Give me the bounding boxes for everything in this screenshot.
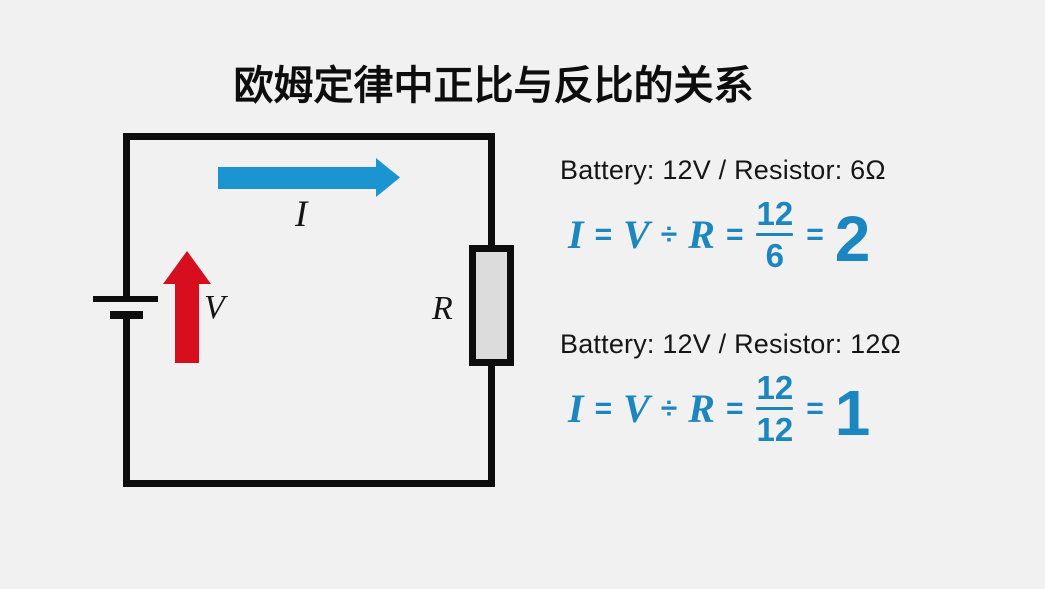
- divide-sign: ÷: [660, 391, 678, 425]
- fraction-numerator: 12: [756, 195, 794, 232]
- fraction-denominator: 6: [765, 237, 785, 274]
- equals-sign: =: [725, 391, 744, 425]
- current-arrow-icon: [218, 158, 400, 197]
- formula-voltage-symbol: V: [623, 211, 650, 257]
- page-title: 欧姆定律中正比与反比的关系: [233, 63, 754, 108]
- ohms-law-formula: I = V ÷ R = 12 12 = 1: [568, 371, 901, 446]
- formula-result: 2: [834, 202, 871, 275]
- example-caption: Battery: 12V / Resistor: 12Ω: [560, 329, 901, 359]
- example-caption: Battery: 12V / Resistor: 6Ω: [560, 155, 886, 185]
- divide-sign: ÷: [660, 217, 678, 251]
- equals-sign: =: [806, 391, 824, 425]
- fraction-bar: [756, 233, 794, 236]
- fraction: 12 6: [756, 195, 794, 274]
- current-label: I: [295, 194, 308, 235]
- ohms-law-formula: I = V ÷ R = 12 6 = 2: [568, 197, 886, 272]
- formula-resistance-symbol: R: [688, 211, 715, 257]
- resistance-label: R: [432, 290, 453, 327]
- formula-current-symbol: I: [568, 385, 584, 431]
- example-12ohm: Battery: 12V / Resistor: 12Ω I = V ÷ R =…: [560, 329, 901, 446]
- battery-wire-gap: [122, 302, 132, 311]
- resistor-symbol: [469, 245, 514, 366]
- equals-sign: =: [725, 217, 744, 251]
- formula-voltage-symbol: V: [623, 385, 650, 431]
- example-6ohm: Battery: 12V / Resistor: 6Ω I = V ÷ R = …: [560, 155, 886, 272]
- formula-result: 1: [834, 376, 871, 449]
- equals-sign: =: [594, 391, 613, 425]
- fraction-bar: [756, 407, 794, 410]
- equals-sign: =: [806, 217, 824, 251]
- equals-sign: =: [594, 217, 613, 251]
- formula-resistance-symbol: R: [688, 385, 715, 431]
- battery-negative-plate: [110, 311, 143, 319]
- fraction: 12 12: [756, 369, 794, 448]
- formula-current-symbol: I: [568, 211, 584, 257]
- fraction-numerator: 12: [756, 369, 794, 406]
- fraction-denominator: 12: [756, 411, 794, 448]
- battery-positive-plate: [93, 296, 158, 302]
- voltage-arrow-icon: [163, 251, 211, 363]
- voltage-label: V: [204, 289, 225, 326]
